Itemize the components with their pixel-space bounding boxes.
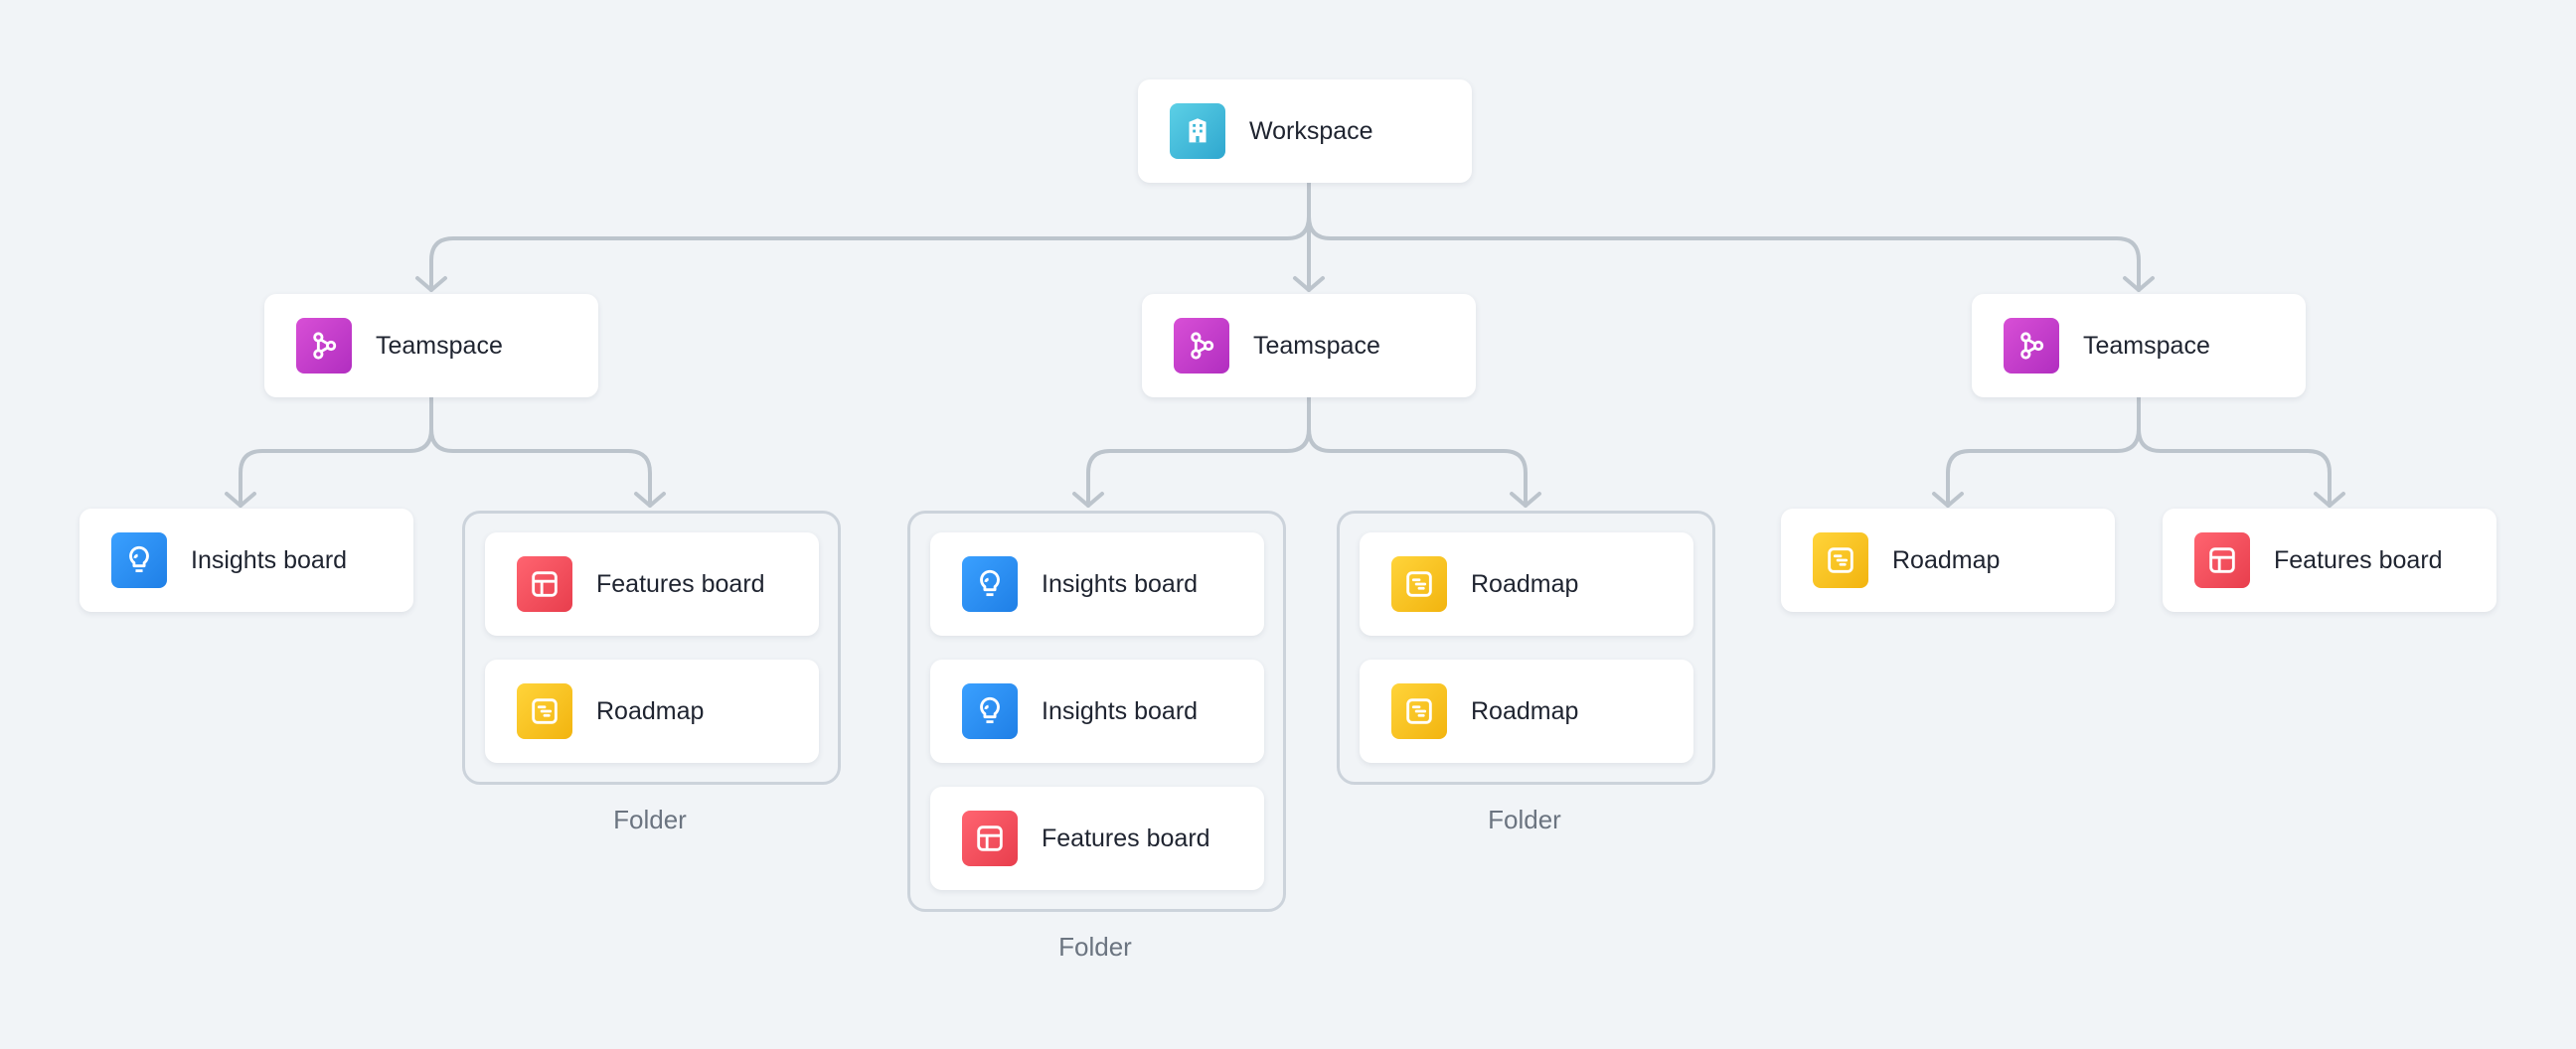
features-board-label: Features board bbox=[2274, 546, 2443, 574]
folder-label: Folder bbox=[1058, 932, 1132, 962]
insights-board-card[interactable]: Insights board bbox=[80, 509, 413, 612]
roadmap-icon bbox=[1391, 556, 1447, 612]
grid-icon bbox=[517, 556, 572, 612]
roadmap-icon bbox=[1391, 683, 1447, 739]
features-board-card[interactable]: Features board bbox=[2163, 509, 2496, 612]
features-board-card[interactable]: Features board bbox=[485, 532, 819, 636]
teamspace-card-3[interactable]: Teamspace bbox=[1972, 294, 2306, 397]
insights-board-label: Insights board bbox=[1042, 570, 1199, 598]
connector-teamspace-1-folder bbox=[429, 395, 652, 508]
teamspace-card-1[interactable]: Teamspace bbox=[264, 294, 598, 397]
lightbulb-icon bbox=[111, 532, 167, 588]
teamspace-label: Teamspace bbox=[1253, 332, 1380, 360]
insights-board-card[interactable]: Insights board bbox=[930, 660, 1264, 763]
teamspace-label: Teamspace bbox=[376, 332, 503, 360]
connector-teamspace-3-features bbox=[2137, 395, 2332, 508]
teamspace-card-2[interactable]: Teamspace bbox=[1142, 294, 1476, 397]
grid-icon bbox=[962, 811, 1018, 866]
building-icon bbox=[1170, 103, 1225, 159]
roadmap-icon bbox=[1813, 532, 1868, 588]
hub-icon bbox=[296, 318, 352, 374]
folder-teamspace-2-b bbox=[1337, 511, 1715, 785]
folder-teamspace-1 bbox=[462, 511, 841, 785]
lightbulb-icon bbox=[962, 556, 1018, 612]
connector-workspace-teamspace-3 bbox=[1307, 181, 2141, 292]
insights-board-card[interactable]: Insights board bbox=[930, 532, 1264, 636]
teamspace-label: Teamspace bbox=[2083, 332, 2210, 360]
roadmap-label: Roadmap bbox=[1471, 570, 1579, 598]
lightbulb-icon bbox=[962, 683, 1018, 739]
connector-teamspace-2-folder-b bbox=[1307, 395, 1528, 508]
grid-icon bbox=[2194, 532, 2250, 588]
connector-teamspace-2-folder-a bbox=[1086, 395, 1311, 508]
roadmap-card[interactable]: Roadmap bbox=[1781, 509, 2115, 612]
roadmap-card[interactable]: Roadmap bbox=[485, 660, 819, 763]
workspace-card[interactable]: Workspace bbox=[1138, 79, 1472, 183]
features-board-label: Features board bbox=[596, 570, 765, 598]
roadmap-card[interactable]: Roadmap bbox=[1360, 660, 1693, 763]
roadmap-label: Roadmap bbox=[1892, 546, 2001, 574]
workspace-label: Workspace bbox=[1249, 117, 1373, 145]
connector-workspace-teamspace-1 bbox=[429, 181, 1311, 292]
roadmap-label: Roadmap bbox=[1471, 697, 1579, 725]
hub-icon bbox=[2004, 318, 2059, 374]
hub-icon bbox=[1174, 318, 1229, 374]
roadmap-card[interactable]: Roadmap bbox=[1360, 532, 1693, 636]
connector-teamspace-1-insights bbox=[239, 395, 433, 508]
folder-label: Folder bbox=[1488, 805, 1561, 834]
features-board-label: Features board bbox=[1042, 824, 1210, 852]
roadmap-icon bbox=[517, 683, 572, 739]
features-board-card[interactable]: Features board bbox=[930, 787, 1264, 890]
roadmap-label: Roadmap bbox=[596, 697, 705, 725]
folder-teamspace-2-a bbox=[907, 511, 1286, 912]
connector-teamspace-3-roadmap bbox=[1946, 395, 2141, 508]
insights-board-label: Insights board bbox=[1042, 697, 1199, 725]
folder-label: Folder bbox=[613, 805, 687, 834]
insights-board-label: Insights board bbox=[191, 546, 348, 574]
